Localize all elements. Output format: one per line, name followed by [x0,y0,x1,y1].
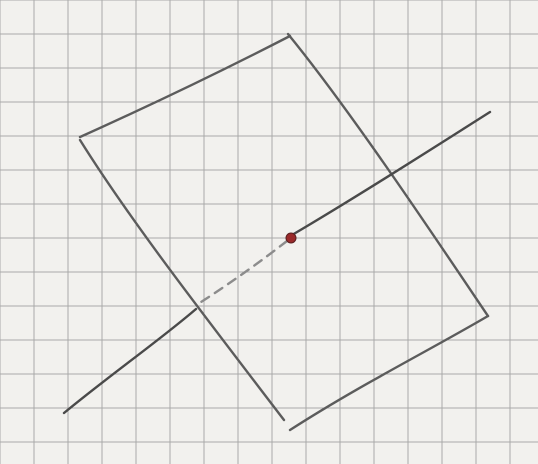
plane-edge-top [78,34,292,139]
plane-edge-left [78,138,286,422]
line-segment-back [62,307,198,415]
line-segment-front [290,110,492,237]
intersection-point [285,232,297,244]
line-segment-hidden-dashed [196,239,289,306]
piercing-line [62,110,492,415]
plane-edge-right [286,32,490,318]
plane-parallelogram [78,32,490,432]
plane-edge-bottom [288,314,490,432]
